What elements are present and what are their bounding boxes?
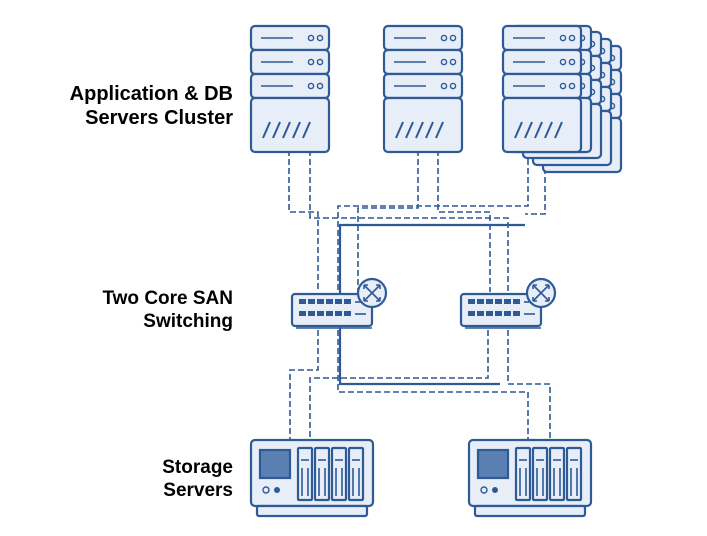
cable [337, 150, 529, 292]
server-tower-icon [382, 24, 464, 154]
cable [309, 330, 489, 440]
cable [337, 330, 529, 440]
cable [309, 150, 509, 292]
servers-cluster-label: Application & DB Servers Cluster [70, 82, 233, 130]
storage-array-icon [467, 438, 593, 518]
storage-label-line-1: Storage [162, 457, 233, 478]
storage-array-icon [249, 438, 375, 518]
servers-label-line-2: Servers Cluster [85, 107, 233, 129]
switching-label-line-2: Switching [143, 311, 233, 332]
server-stack-icon [501, 24, 623, 174]
cable [507, 330, 551, 440]
server-tower-icon [249, 24, 331, 154]
lower-bus-link [338, 325, 500, 386]
servers-label-line-1: Application & DB [69, 83, 233, 105]
storage-servers-label: Storage Servers [162, 456, 233, 502]
cabling [288, 150, 551, 440]
cable [357, 150, 419, 292]
cable [289, 330, 319, 440]
cable [437, 150, 491, 292]
cable [288, 150, 319, 292]
upper-bus-link [338, 223, 525, 305]
san-switching-label: Two Core SAN Switching [102, 287, 233, 333]
storage-label-line-2: Servers [163, 480, 233, 501]
switching-label-line-1: Two Core SAN [102, 288, 233, 309]
